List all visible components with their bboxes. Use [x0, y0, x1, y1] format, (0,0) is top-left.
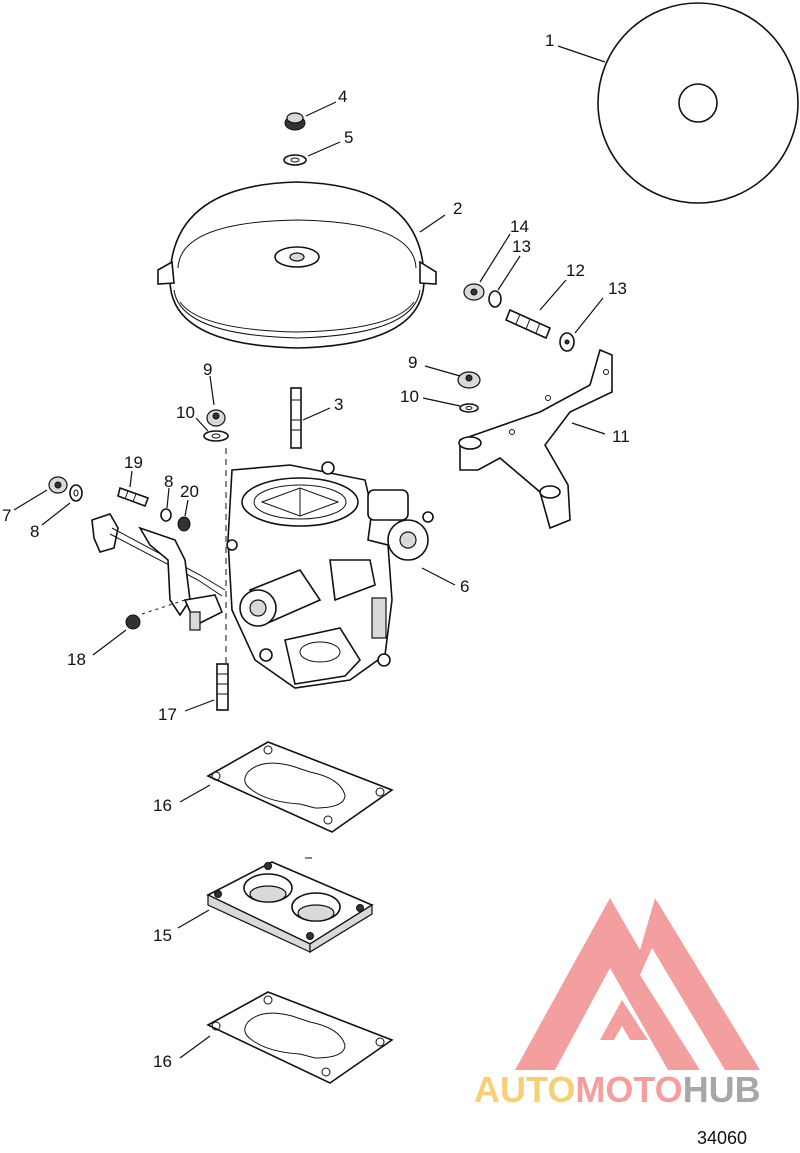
callout-10-left: 10: [176, 403, 195, 422]
part-7-nut: [48, 476, 68, 494]
callout-20: 20: [180, 482, 199, 501]
logo-text-auto: AUTO: [474, 1069, 575, 1110]
part-13-washer-lower: [559, 332, 575, 352]
callout-14: 14: [510, 217, 529, 236]
callout-2: 2: [453, 199, 462, 218]
callout-3: 3: [334, 395, 343, 414]
callout-labels: 1 2 3 4 5 6 7 8 8 9 9 10 10 11 12 13 13 …: [2, 31, 630, 1071]
callout-18: 18: [67, 650, 86, 669]
part-5-washer: [283, 154, 307, 166]
part-11-bracket: [458, 348, 613, 530]
callout-6: 6: [460, 577, 469, 596]
callout-12: 12: [566, 261, 585, 280]
callout-10-right: 10: [400, 387, 419, 406]
callout-8-center: 8: [164, 472, 173, 491]
callout-11: 11: [612, 427, 630, 446]
logo-inner-g: [600, 1000, 648, 1040]
part-19-screw: [117, 486, 150, 508]
part-12-stud: [504, 308, 552, 340]
callout-5: 5: [344, 128, 353, 147]
callout-16-lower: 16: [153, 1052, 172, 1071]
leader-lines: [13, 45, 606, 1059]
part-18-spring: [125, 599, 186, 630]
part-9-nut-left: [206, 409, 226, 427]
watermark-logo: AUTOMOTOHUB: [474, 898, 761, 1110]
logo-text-hub: HUB: [683, 1069, 761, 1110]
callout-7: 7: [2, 506, 11, 525]
logo-triangle-mark: [515, 898, 760, 1070]
part-15-spacer: [206, 861, 374, 954]
part-8-washer-center: [160, 508, 172, 522]
part-3-stud: [290, 387, 302, 449]
part-1-filter-disc: [597, 2, 799, 204]
part-20-nut: [177, 516, 191, 532]
callout-9-right: 9: [408, 353, 417, 372]
callout-17: 17: [158, 705, 177, 724]
part-13-washer-upper: [488, 290, 502, 308]
logo-text: AUTOMOTOHUB: [474, 1069, 761, 1110]
part-16-gasket-lower: [206, 991, 394, 1084]
part-6-carburetor: [226, 461, 434, 689]
part-8-washer-left: [69, 484, 83, 502]
figure-number: 34060: [697, 1128, 747, 1148]
callout-1: 1: [545, 31, 554, 50]
logo-text-moto: MOTO: [575, 1069, 682, 1110]
callout-9-left: 9: [203, 360, 212, 379]
part-4-nut: [284, 112, 306, 131]
callout-16-upper: 16: [153, 796, 172, 815]
part-10-washer-left: [203, 430, 229, 442]
callout-13-upper: 13: [512, 237, 531, 256]
callout-19: 19: [124, 453, 143, 472]
part-9-nut-right: [457, 371, 481, 389]
callout-15: 15: [153, 926, 172, 945]
callout-8-left: 8: [30, 522, 39, 541]
callout-13-lower: 13: [608, 279, 627, 298]
part-2-air-cleaner: [157, 181, 437, 349]
part-16-gasket-upper: [206, 741, 394, 833]
choke-linkage-assembly: [91, 513, 226, 631]
part-10-washer-right: [459, 403, 479, 413]
part-14-nut: [463, 283, 485, 301]
callout-4: 4: [338, 87, 347, 106]
part-17-stud: [216, 663, 229, 711]
